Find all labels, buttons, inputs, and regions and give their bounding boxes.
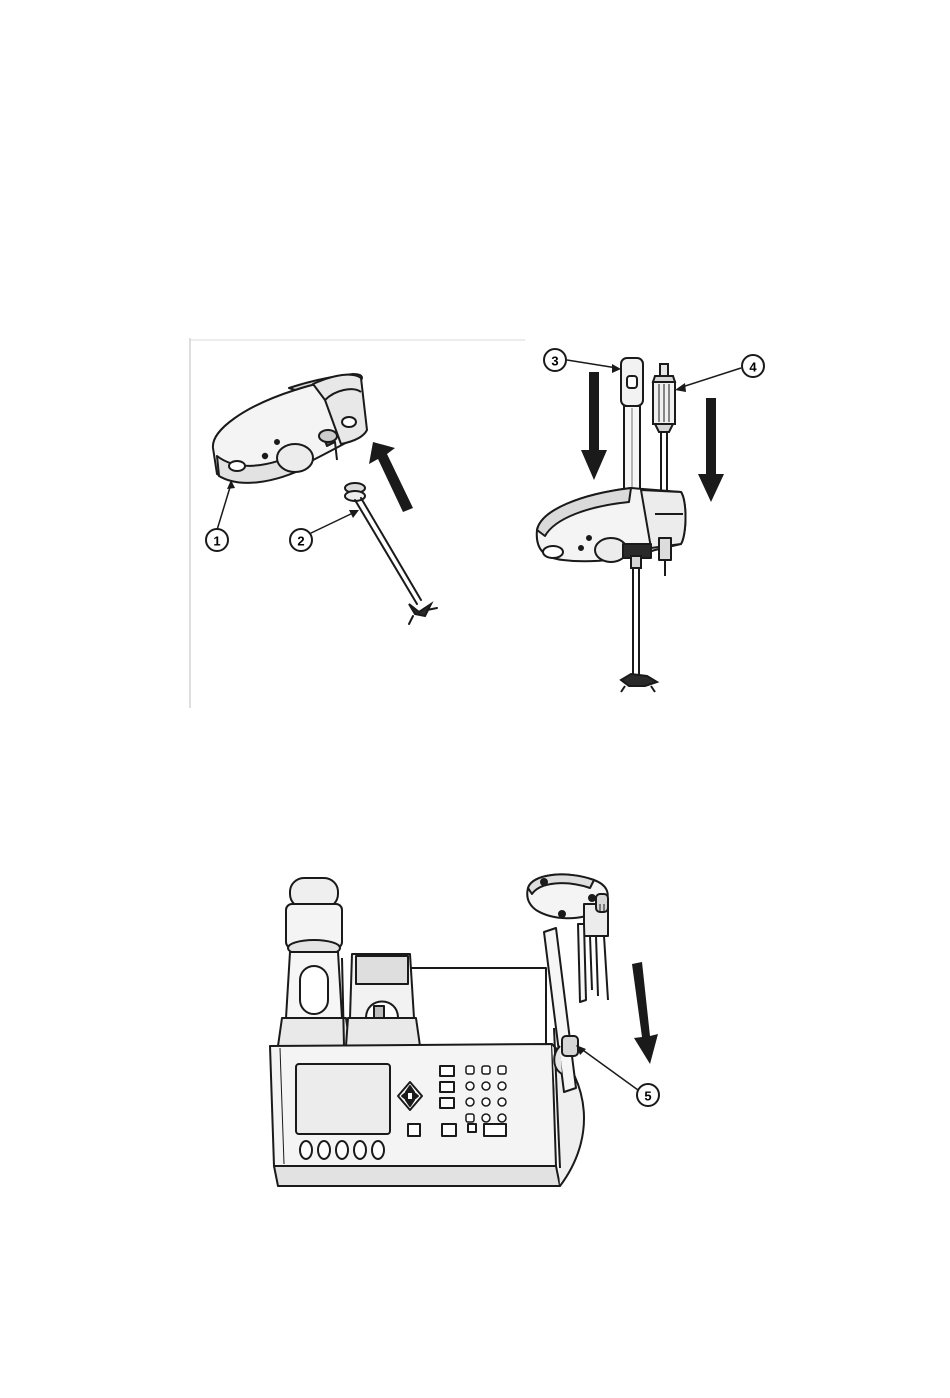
callout-2-label: 2 [297, 534, 304, 549]
assembly-diagram-top-svg: 1 2 [185, 338, 800, 710]
callout-4: 4 [675, 355, 764, 392]
callout-4-label: 4 [749, 360, 757, 375]
callout-2-leader [309, 512, 355, 534]
softkey-1 [300, 1141, 312, 1159]
key-wide [484, 1124, 506, 1136]
callout-1-label: 1 [213, 534, 220, 549]
stirrer-rod [345, 483, 437, 624]
key-rect-1 [440, 1066, 454, 1076]
key-rect-2 [440, 1082, 454, 1092]
down-arrow-icon [581, 372, 607, 480]
callout-3-label: 3 [551, 354, 558, 369]
callout-4-leader [679, 368, 741, 388]
reagent-module [346, 954, 420, 1046]
callout-5-leader [580, 1048, 638, 1090]
stirrer-rod-inserted [621, 556, 657, 692]
down-arrow-icon-right [698, 398, 724, 502]
key-rect-3 [440, 1098, 454, 1108]
display-screen [296, 1064, 390, 1134]
callout-3-arrowhead [612, 364, 621, 373]
instrument-back-panel [410, 968, 546, 1046]
electrode-holder-head-left [213, 374, 367, 483]
control-panel [270, 1044, 560, 1186]
callout-1: 1 [206, 480, 235, 551]
assembly-diagram-top: 1 2 [185, 338, 800, 710]
softkey-3 [336, 1141, 348, 1159]
softkey-2 [318, 1141, 330, 1159]
key-square-3 [468, 1124, 476, 1132]
callout-1-leader [217, 484, 231, 530]
callout-5-label: 5 [644, 1089, 651, 1104]
callout-2: 2 [290, 510, 359, 551]
up-arrow-icon [369, 442, 413, 512]
down-arrow-icon-install [632, 962, 658, 1064]
callout-4-arrowhead [675, 383, 686, 392]
callout-3-leader [567, 360, 617, 368]
key-square-2 [442, 1124, 456, 1136]
titrator-installation-diagram: 5 [260, 868, 680, 1190]
titrator-installation-svg: 5 [260, 868, 680, 1190]
callout-3: 3 [544, 349, 621, 373]
softkey-4 [354, 1141, 366, 1159]
burette-pump [278, 878, 350, 1046]
probe [653, 364, 675, 492]
key-square-1 [408, 1124, 420, 1136]
softkey-5 [372, 1141, 384, 1159]
electrode-holder-head-right [537, 488, 686, 576]
